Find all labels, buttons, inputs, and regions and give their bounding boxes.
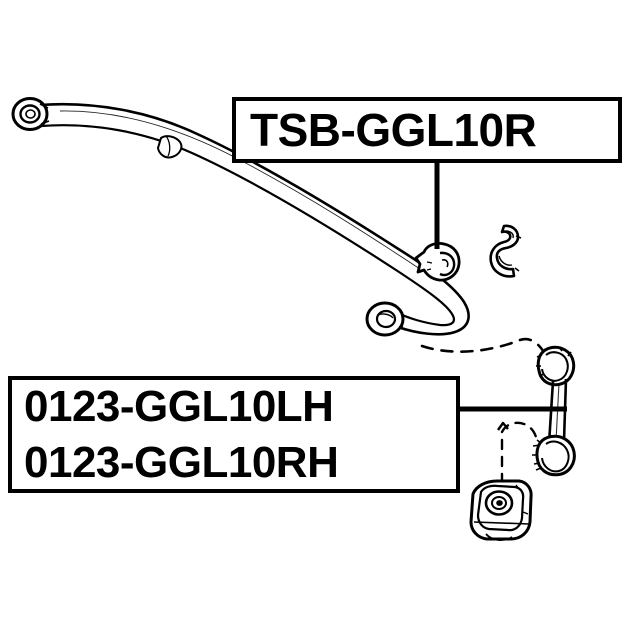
stabilizer-bar-eye-end-left bbox=[11, 97, 50, 131]
stabilizer-bar bbox=[11, 97, 470, 337]
link-ball-joint-upper bbox=[536, 345, 576, 387]
stabilizer-link bbox=[532, 345, 576, 477]
leader-dashed-bracket-to-joint bbox=[497, 421, 538, 485]
stabilizer-bar-body-lower-edge bbox=[39, 124, 456, 327]
stabilizer-bar-collar bbox=[156, 135, 183, 159]
link-ball-joint-lower bbox=[532, 434, 576, 477]
label-box-stabilizer-link: 0123-GGL10LH 0123-GGL10RH bbox=[8, 376, 460, 493]
stabilizer-bar-body bbox=[38, 102, 470, 336]
label-box-stabilizer-bushing: TSB-GGL10R bbox=[232, 97, 622, 163]
leader-dashed-bar-to-link bbox=[420, 337, 548, 358]
part-number-stabilizer-link-rh: 0123-GGL10RH bbox=[24, 437, 339, 487]
link-mount-bracket bbox=[469, 479, 533, 541]
stabilizer-bar-eye-end-right bbox=[365, 301, 405, 337]
part-number-stabilizer-link-lh: 0123-GGL10LH bbox=[24, 381, 334, 431]
bushing-bracket bbox=[489, 224, 522, 278]
part-number-stabilizer-bushing: TSB-GGL10R bbox=[250, 104, 537, 156]
